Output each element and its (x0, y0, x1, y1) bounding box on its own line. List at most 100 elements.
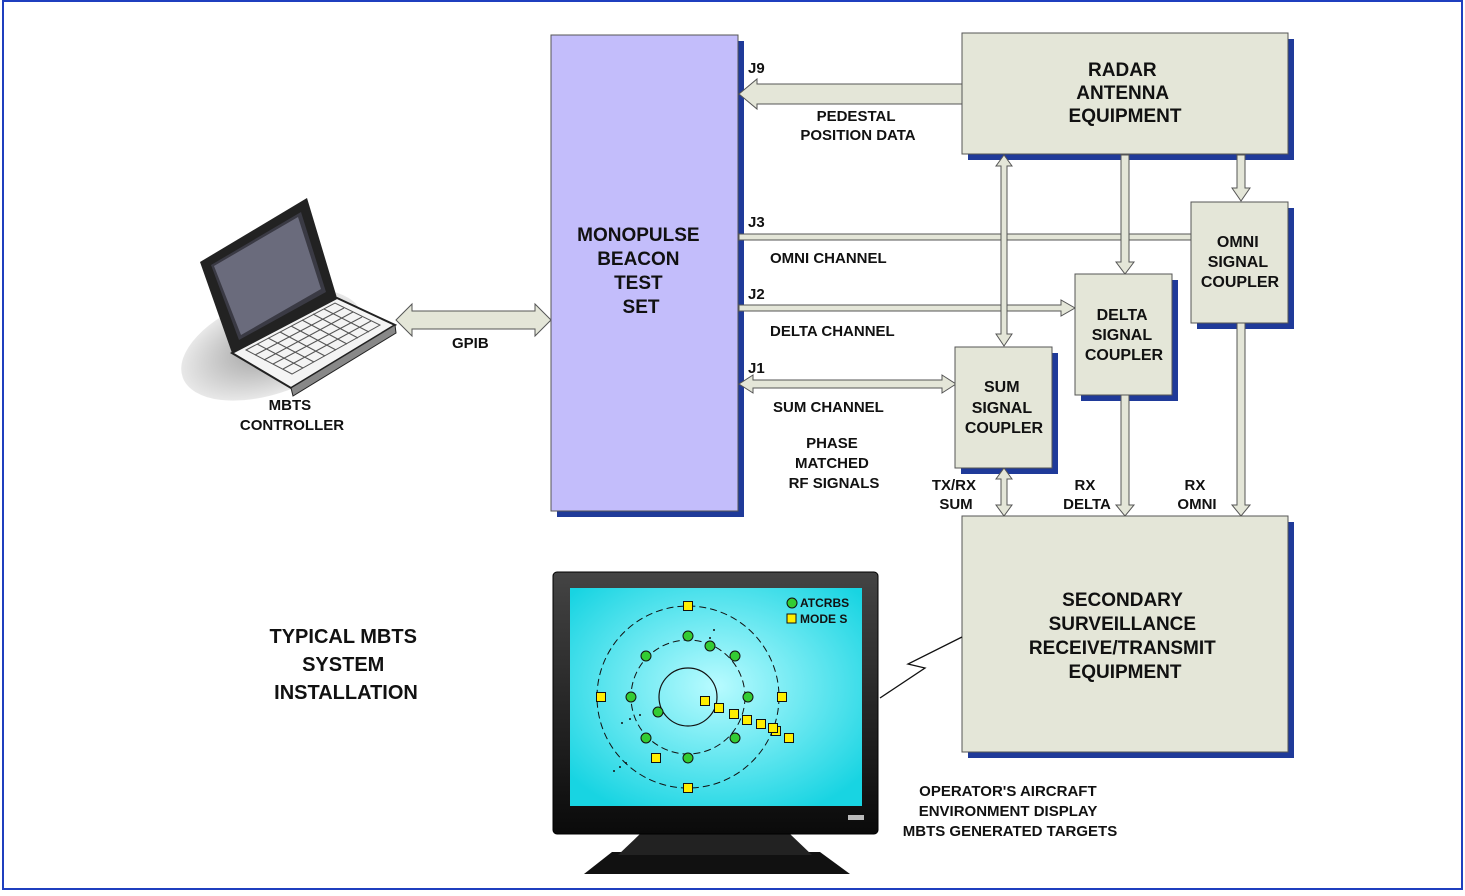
svg-text:TYPICAL MBTS SYSTEM IN: TYPICAL MBTS SYSTEM INSTALLATION (270, 626, 423, 704)
svg-text:RX DELTA: RX DELTA (1063, 477, 1111, 513)
mode-s-target (714, 703, 724, 713)
j3-label: J3 (748, 214, 765, 231)
radar-label-3: EQUIPMENT (1069, 106, 1182, 127)
delta-coupler-label-2: SIGNAL (1092, 327, 1153, 344)
mode-s-target (596, 692, 606, 702)
atcrbs-legend-label: ATCRBS (800, 596, 849, 610)
atcrbs-target (625, 691, 637, 703)
mbts-label-2: BEACON (597, 249, 679, 270)
ssr-block (961, 515, 1289, 753)
atcrbs-target (729, 650, 741, 662)
omni-coupler-label-3: COUPLER (1201, 274, 1280, 291)
delta-coupler-block (1074, 273, 1173, 396)
display-legend: ATCRBS MODE S (786, 596, 849, 626)
atcrbs-target (704, 640, 716, 652)
delta-channel-arrow (738, 299, 1077, 317)
sum-ssr-arrow (995, 467, 1013, 517)
display-caption-2: ENVIRONMENT DISPLAY (919, 803, 1098, 820)
radar-omni-arrow (1231, 154, 1251, 202)
title-line-1: TYPICAL MBTS (270, 626, 417, 648)
atcrbs-target (682, 630, 694, 642)
sum-coupler-label-3: COUPLER (965, 420, 1044, 437)
radar-label-1: RADAR (1088, 60, 1157, 81)
rx-omni-label-2: OMNI (1177, 496, 1216, 513)
radar-sum-arrow (995, 154, 1013, 347)
display-screen (570, 588, 862, 806)
mode-s-target (784, 733, 794, 743)
mbts-label-1: MONOPULSE (577, 225, 699, 246)
rx-delta-label-1: RX (1074, 477, 1095, 494)
radar-label-2: ANTENNA (1076, 83, 1169, 104)
sum-coupler-label-1: SUM (984, 379, 1020, 396)
j9-label: J9 (748, 60, 765, 77)
svg-text:DELTA SIGNAL COUPLER: DELTA SIGNAL COUPLER (1085, 307, 1164, 364)
omni-coupler-block (1190, 201, 1289, 324)
radar-targets (596, 601, 794, 793)
sum-channel-label: SUM CHANNEL (773, 399, 884, 416)
atcrbs-legend-icon (786, 597, 798, 609)
title-line-2: SYSTEM (302, 654, 384, 676)
mode-s-target (742, 715, 752, 725)
atcrbs-target (742, 691, 754, 703)
omni-channel-label: OMNI CHANNEL (770, 250, 887, 267)
svg-text:MBTS CONTROLLER: MBTS CONTROLLER (240, 397, 344, 434)
txrx-label-1: TX/RX (932, 477, 976, 494)
mode-s-target (700, 696, 710, 706)
ssr-label-1: SECONDARY (1062, 590, 1183, 611)
svg-text:SECONDARY SURVEILLANCE: SECONDARY SURVEILLANCE RECEIVE/TRANSMIT … (1029, 590, 1221, 683)
omni-coupler-label-2: SIGNAL (1208, 254, 1269, 271)
pedestal-label-1: PEDESTAL (817, 108, 896, 125)
atcrbs-target (729, 732, 741, 744)
mode-s-target (729, 709, 739, 719)
pedestal-arrow (738, 77, 964, 111)
controller-label-2: CONTROLLER (240, 417, 344, 434)
mode-s-target (683, 601, 693, 611)
svg-text:PEDESTAL POSITION DATA: PEDESTAL POSITION DATA (800, 108, 915, 144)
rx-delta-label-2: DELTA (1063, 496, 1111, 513)
atcrbs-target (640, 650, 652, 662)
sum-channel-arrow (738, 374, 957, 394)
laptop-keyboard (244, 302, 382, 375)
mode-s-legend-icon (786, 613, 797, 624)
delta-coupler-label-1: DELTA (1097, 307, 1148, 324)
svg-text:PHASE MATCHED RF SIGNA: PHASE MATCHED RF SIGNALS (789, 435, 880, 492)
mbts-label-3: TEST (614, 273, 663, 294)
scatter-dots (613, 629, 715, 772)
phase-label-2: MATCHED (795, 455, 869, 472)
j2-label: J2 (748, 286, 765, 303)
svg-text:SUM SIGNAL COUPLER: SUM SIGNAL COUPLER (965, 379, 1044, 437)
svg-text:OMNI SIGNAL COUPLER: OMNI SIGNAL COUPLER (1201, 234, 1280, 291)
svg-text:OPERATOR'S AIRCRAFT ENVIRO: OPERATOR'S AIRCRAFT ENVIRONMENT DISPLAY … (903, 783, 1117, 840)
omni-coupler-label-1: OMNI (1217, 234, 1259, 251)
sum-coupler-block (954, 346, 1053, 469)
ssr-label-3: RECEIVE/TRANSMIT (1029, 638, 1216, 659)
mode-s-target (651, 753, 661, 763)
ssr-label-4: EQUIPMENT (1069, 662, 1182, 683)
controller-label-1: MBTS (269, 397, 312, 414)
radar-block (961, 32, 1289, 155)
mode-s-target (777, 692, 787, 702)
atcrbs-target (640, 732, 652, 744)
laptop-icon (181, 198, 398, 401)
radar-delta-arrow (1115, 154, 1135, 275)
svg-text:TX/RX SUM: TX/RX SUM (932, 477, 980, 513)
svg-text:RX OMNI: RX OMNI (1177, 477, 1216, 513)
svg-text:MONOPULSE BEACON TEST: MONOPULSE BEACON TEST SET (577, 225, 705, 318)
mbts-label-4: SET (623, 297, 660, 318)
gpib-label: GPIB (452, 335, 489, 352)
pedestal-label-2: POSITION DATA (800, 127, 915, 144)
mode-s-target (768, 723, 778, 733)
delta-ssr-arrow (1114, 394, 1136, 517)
atcrbs-target (682, 752, 694, 764)
ssr-label-2: SURVEILLANCE (1049, 614, 1196, 635)
rx-omni-label-1: RX (1184, 477, 1205, 494)
txrx-label-2: SUM (939, 496, 972, 513)
display-caption-1: OPERATOR'S AIRCRAFT (919, 783, 1096, 800)
delta-channel-label: DELTA CHANNEL (770, 323, 895, 340)
sum-coupler-label-2: SIGNAL (972, 400, 1033, 417)
title-line-3: INSTALLATION (274, 682, 418, 704)
display-caption-3: MBTS GENERATED TARGETS (903, 823, 1117, 840)
